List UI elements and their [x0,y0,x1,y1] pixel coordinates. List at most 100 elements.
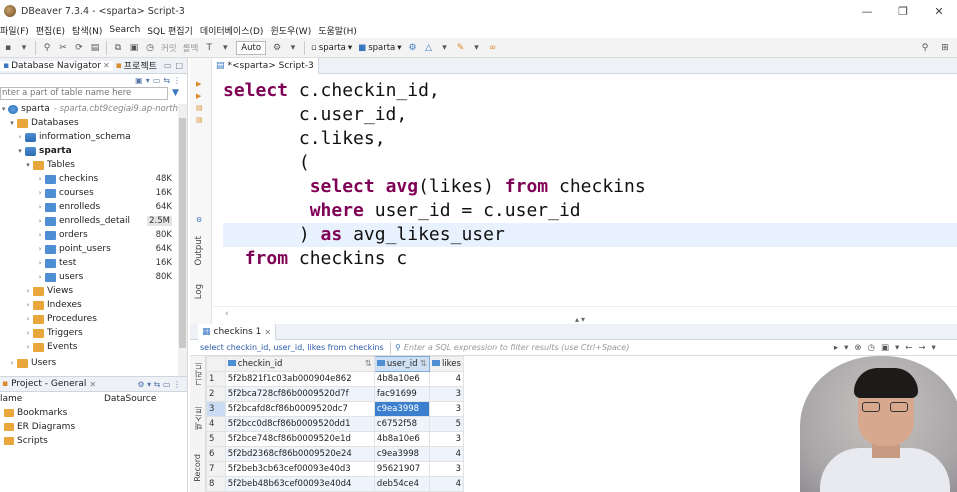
execute-statement-icon[interactable]: ▶ [196,80,202,88]
row-number[interactable]: 3 [206,401,226,417]
cell-checkin-id[interactable]: 5f2bce748cf86b0009520e1d [224,431,375,447]
code-line[interactable]: select c.checkin_id, [223,80,440,101]
clear-filter-icon[interactable]: ⊗ [854,342,862,353]
apply-filter-icon[interactable]: ▸ [833,342,839,353]
scroll-left-icon[interactable]: ‹ [225,309,229,319]
cell-user-id[interactable]: 4b8a10e6 [373,431,430,447]
search-icon[interactable]: ⚲ [921,42,929,53]
table-row-selected[interactable]: 3 5f2bcafd8cf86b0009520dc7 c9ea3998 3 [206,401,465,417]
tools-icon[interactable]: ✎ [456,42,465,53]
cell-likes[interactable]: 3 [428,386,465,402]
chevron-down-icon[interactable]: ▾ [1,105,6,113]
load-plan-icon[interactable]: ▤ [196,116,203,124]
cell-checkin-id[interactable]: 5f2b821f1c03ab000904e862 [224,371,375,387]
cell-user-id[interactable]: deb54ce4 [373,476,430,492]
tree-users[interactable]: › Users [0,356,178,370]
dropdown-arrow-icon[interactable]: ▾ [21,42,27,53]
menu-icon[interactable]: ⋮ [173,75,181,85]
transaction-icon[interactable]: T [206,42,213,53]
cell-likes[interactable]: 4 [428,371,465,387]
chevron-right-icon[interactable]: › [38,203,42,211]
collapse-icon[interactable]: ▭ [152,75,161,85]
filter-icon[interactable]: ⚲ [395,343,401,352]
chevron-right-icon[interactable]: › [18,133,22,141]
execute-script-icon[interactable]: ▶ [196,92,202,100]
back-icon[interactable]: ← [905,342,913,353]
dropdown-arrow-icon[interactable]: ▾ [442,42,447,53]
transaction-mode-combo[interactable]: Auto [236,40,267,55]
tree-table-checkins[interactable]: › checkins 48K [0,172,178,186]
scrollbar-thumb[interactable] [179,118,186,348]
row-number-header[interactable] [206,356,226,372]
tree-triggers[interactable]: › Triggers [0,326,178,340]
dropdown-arrow-icon[interactable]: ▾ [290,42,296,53]
dropdown-arrow-icon[interactable]: ▾ [895,342,900,353]
chevron-right-icon[interactable]: › [10,359,14,367]
cell-checkin-id[interactable]: 5f2bca728cf86b0009520d7f [224,386,375,402]
close-icon[interactable]: ✕ [89,379,97,389]
cell-likes[interactable]: 5 [428,416,465,432]
close-button[interactable]: ✕ [934,4,944,18]
disconnect-icon[interactable]: ✂ [59,42,67,53]
tree-table-enrolleds-detail[interactable]: › enrolleds_detail 2.5M [0,214,178,228]
code-line[interactable]: from checkins c [244,248,408,269]
column-header-user-id[interactable]: user_id ⇅ [373,356,430,372]
cell-likes[interactable]: 4 [428,476,465,492]
chevron-right-icon[interactable]: › [38,259,42,267]
row-number[interactable]: 5 [206,431,226,447]
maximize-icon[interactable]: □ [175,61,183,70]
tab-text[interactable]: 텍스트 [194,406,203,430]
cell-likes[interactable]: 3 [428,461,465,477]
link-icon[interactable]: ∞ [488,42,497,53]
code-line[interactable]: where user_id = c.user_id [309,200,581,221]
tab-output[interactable]: Output [194,236,204,266]
tree-databases[interactable]: ▾ Databases [0,116,178,130]
table-row[interactable]: 7 5f2beb3cb63cef00093e40d3 95621907 3 [206,461,465,477]
commit-button[interactable]: 커밋 [161,43,177,54]
project-item-er-diagrams[interactable]: ER Diagrams [0,420,187,434]
project-tab[interactable]: ▪ Project - General ✕ ⚙ ▾ ⇆ ▭ ⋮ [0,376,187,392]
menu-window[interactable]: 윈도우(W) [270,26,312,37]
tree-tables[interactable]: ▾ Tables [0,158,178,172]
perspective-icon[interactable]: ⊞ [941,42,949,53]
new-connection-icon[interactable]: ▪ [4,42,12,53]
tree-indexes[interactable]: › Indexes [0,298,178,312]
code-line[interactable]: c.user_id, [223,104,408,125]
close-icon[interactable]: ✕ [264,327,272,337]
connect-icon[interactable]: ⚲ [43,42,51,53]
row-number[interactable]: 6 [206,446,226,462]
dropdown-arrow-icon[interactable]: ▾ [474,42,479,53]
cell-user-id-selected[interactable]: c9ea3998 [373,401,430,417]
tree-connection-sparta[interactable]: ▾ sparta - sparta.cbt9cegiai9.ap-north [0,102,178,116]
tab-grid[interactable]: 그리드 [194,362,203,386]
cell-likes[interactable]: 4 [428,446,465,462]
table-filter-input[interactable] [0,86,168,100]
chevron-right-icon[interactable]: › [26,287,30,295]
menu-edit[interactable]: 편집(E) [35,26,66,37]
active-datasource-selector[interactable]: ▫sparta▾ [311,43,352,53]
minimize-icon[interactable]: ▭ [163,61,172,70]
chevron-right-icon[interactable]: › [38,217,42,225]
tree-table-test[interactable]: › test 16K [0,256,178,270]
dropdown-arrow-icon[interactable]: ▾ [844,342,849,353]
chevron-right-icon[interactable]: › [38,273,42,281]
cell-checkin-id[interactable]: 5f2bcc0d8cf86b0009520dd1 [224,416,375,432]
link-editor-icon[interactable]: ⇆ [163,75,170,85]
menu-sql-editor[interactable]: SQL 편집기 [147,26,193,37]
gear-icon[interactable]: ⚙ [196,216,203,224]
tree-table-users[interactable]: › users 80K [0,270,178,284]
tree-information-schema[interactable]: › information_schema [0,130,178,144]
menu-search[interactable]: Search [109,25,141,35]
close-icon[interactable]: ✕ [102,61,110,70]
table-row[interactable]: 2 5f2bca728cf86b0009520d7f fac91699 3 [206,386,465,402]
cell-checkin-id[interactable]: 5f2beb3cb63cef00093e40d3 [224,461,375,477]
chevron-right-icon[interactable]: › [38,189,42,197]
gear-icon[interactable]: ⚙ [408,42,417,53]
code-line[interactable]: ( [223,152,310,173]
row-number[interactable]: 1 [206,371,226,387]
row-number[interactable]: 2 [206,386,226,402]
explain-plan-icon[interactable]: ▤ [196,104,203,112]
filter-icon[interactable]: ▼ [172,88,179,98]
tab-script-3[interactable]: ▤ *<sparta> Script-3 [212,58,319,74]
navigator-scrollbar[interactable] [178,104,187,376]
